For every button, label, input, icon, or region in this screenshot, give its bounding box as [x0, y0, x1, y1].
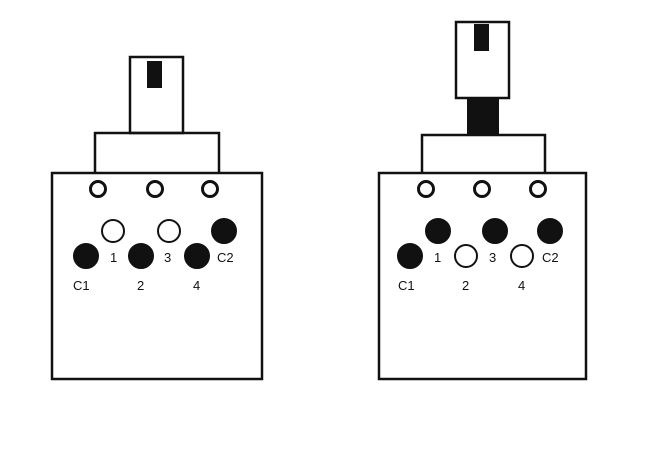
contact-c2	[537, 218, 563, 244]
switch-left-lugs	[89, 180, 219, 198]
contact-2	[454, 244, 478, 268]
label-3: 3	[489, 250, 496, 265]
contact-c1	[397, 243, 423, 269]
switch-right-actuator-neck	[467, 98, 499, 135]
contact-3	[482, 218, 508, 244]
contact-c2	[211, 218, 237, 244]
switch-right-body	[377, 171, 588, 381]
label-c2: C2	[542, 250, 559, 265]
switch-left-bracket	[93, 131, 221, 178]
contact-4	[184, 243, 210, 269]
label-2: 2	[137, 278, 144, 293]
switch-left-labels: C1 1 2 3 4 C2	[73, 250, 234, 293]
lug-middle	[473, 180, 491, 198]
label-2: 2	[462, 278, 469, 293]
switch-left-body	[50, 171, 264, 381]
contact-1	[101, 219, 125, 243]
label-3: 3	[164, 250, 171, 265]
label-c1: C1	[73, 278, 90, 293]
contact-4	[510, 244, 534, 268]
lug-left	[417, 180, 435, 198]
label-1: 1	[110, 250, 117, 265]
contact-3	[157, 219, 181, 243]
lug-right	[529, 180, 547, 198]
switch-right-contacts	[397, 218, 563, 269]
switch-left-contacts	[73, 218, 237, 269]
label-4: 4	[518, 278, 525, 293]
contact-2	[128, 243, 154, 269]
switch-right	[377, 20, 588, 381]
contact-c1	[73, 243, 99, 269]
lug-left	[89, 180, 107, 198]
lug-middle	[146, 180, 164, 198]
switch-right-lugs	[417, 180, 547, 198]
lug-right	[201, 180, 219, 198]
switch-right-labels: C1 1 2 3 4 C2	[398, 250, 559, 293]
switch-left-actuator-slot	[147, 61, 162, 88]
contact-1	[425, 218, 451, 244]
switch-left	[50, 55, 264, 381]
label-c2: C2	[217, 250, 234, 265]
label-c1: C1	[398, 278, 415, 293]
label-4: 4	[193, 278, 200, 293]
switch-right-actuator-slot	[474, 24, 489, 51]
switch-right-bracket	[420, 133, 547, 178]
label-1: 1	[434, 250, 441, 265]
